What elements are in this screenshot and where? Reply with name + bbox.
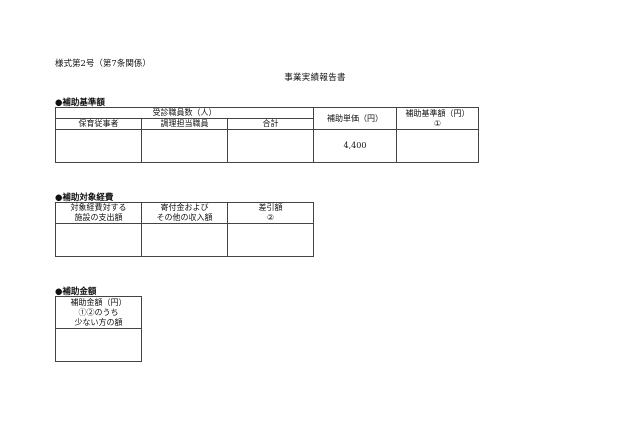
header-subsidy-amount-line2: ①②のうち [78,307,119,317]
header-base-amount: 補助基準額（円） ① [396,107,479,130]
cell-childcare-staff[interactable] [55,129,142,163]
header-facility-expense-line1: 対象経費対する [70,203,127,212]
header-base-amount-label: 補助基準額（円） [405,108,470,118]
cell-cook-staff[interactable] [141,129,228,163]
section-heading-base-amount: ●補助基準額 [55,98,105,108]
cell-subsidy-amount[interactable] [55,328,142,362]
header-facility-expense: 対象経費対する 施設の支出額 [55,202,142,224]
header-donation-income: 寄付金および その他の収入額 [141,202,228,224]
form-number: 様式第2号（第7条関係） [55,59,151,69]
header-facility-expense-line2: 施設の支出額 [74,213,123,222]
section-heading-subsidy-amount: ●補助金額 [55,287,97,297]
cell-difference[interactable] [227,223,314,257]
header-base-amount-mark: ① [433,118,442,128]
cell-base-amount[interactable] [396,129,479,163]
header-donation-income-line2: その他の収入額 [156,213,213,222]
document-title: 事業実績報告書 [284,73,346,83]
header-subsidy-amount-line3: 少ない方の額 [74,317,123,327]
base-amount-table: 受診職員数（人） 補助単価（円） 補助基準額（円） ① 保育従事者 調理担当職員… [55,107,479,163]
cell-unit-price: 4,400 [313,129,397,163]
header-donation-income-line1: 寄付金および [160,203,209,212]
header-cook-staff: 調理担当職員 [141,118,228,130]
header-total: 合計 [227,118,314,130]
cell-donation-income[interactable] [141,223,228,257]
header-childcare-staff: 保育従事者 [55,118,142,130]
section-heading-eligible-expenses: ●補助対象経費 [55,193,114,203]
header-difference-line1: 差引額 [258,203,283,212]
header-unit-price: 補助単価（円） [313,107,397,130]
eligible-expenses-table: 対象経費対する 施設の支出額 寄付金および その他の収入額 差引額 ② [55,202,314,257]
header-subsidy-amount: 補助金額（円） ①②のうち 少ない方の額 [55,296,142,329]
header-examined-staff: 受診職員数（人） [55,107,314,119]
header-difference-line2: ② [266,213,275,222]
header-difference: 差引額 ② [227,202,314,224]
cell-facility-expense[interactable] [55,223,142,257]
cell-total[interactable] [227,129,314,163]
header-subsidy-amount-line1: 補助金額（円） [70,297,127,307]
subsidy-amount-table: 補助金額（円） ①②のうち 少ない方の額 [55,296,142,362]
